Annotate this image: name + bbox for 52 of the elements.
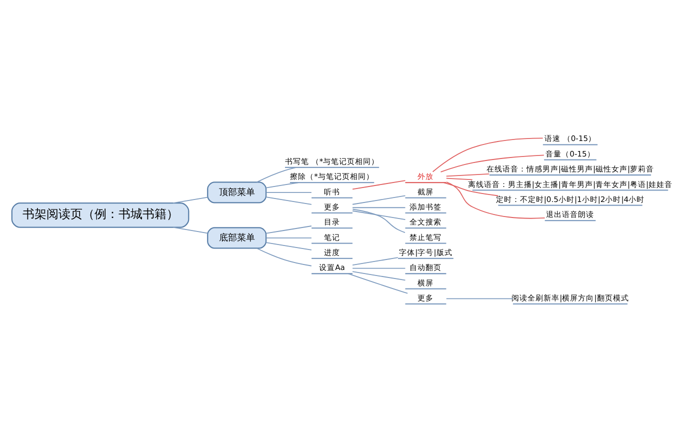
node-box: 底部菜单 bbox=[207, 226, 267, 248]
connector bbox=[352, 194, 406, 204]
connector bbox=[352, 210, 406, 220]
connector bbox=[440, 154, 544, 172]
node-text: 设置Aa bbox=[319, 262, 345, 272]
connector bbox=[352, 208, 406, 233]
connector bbox=[172, 226, 208, 234]
node-text: 语速 （0-15） bbox=[544, 134, 596, 143]
node-text: 目录 bbox=[324, 217, 340, 226]
connector bbox=[446, 173, 490, 176]
connector bbox=[348, 272, 408, 294]
node-text: 更多 bbox=[324, 202, 340, 212]
connector bbox=[266, 225, 312, 234]
node-text: 截屏 bbox=[418, 186, 434, 196]
node-text: 音量（0-15） bbox=[546, 148, 595, 158]
connector bbox=[256, 247, 312, 266]
node-text: 全文搜索 bbox=[410, 217, 442, 226]
connector bbox=[446, 177, 473, 180]
node-text: 定时：不定时|0.5小时|1小时|2小时|4小时 bbox=[496, 194, 645, 204]
node-box: 书架阅读页（例：书城书籍） bbox=[11, 202, 190, 228]
connector bbox=[256, 166, 297, 182]
connector bbox=[266, 242, 312, 250]
node-text: 禁止笔写 bbox=[410, 232, 442, 242]
connector bbox=[266, 182, 299, 188]
node-text: 在线语音：情感男声|磁性男声|磁性女声|萝莉音 bbox=[486, 164, 654, 174]
node-box: 顶部菜单 bbox=[207, 181, 267, 203]
node-text: 听书 bbox=[324, 186, 340, 196]
connector bbox=[352, 206, 406, 208]
node-text: 阅读全刷新率|横屏方向|翻页模式 bbox=[512, 293, 629, 302]
node-text: 笔记 bbox=[324, 232, 340, 242]
node-text: 进度 bbox=[324, 248, 340, 257]
node-text: 擦除（*与笔记页相同） bbox=[290, 172, 374, 181]
connector bbox=[266, 237, 312, 238]
node-text: 添加书签 bbox=[410, 202, 442, 212]
node-text: 横屏 bbox=[418, 278, 434, 287]
node-text: 离线语音：男主播|女主播|青年男声|青年女声|粤语|娃娃音 bbox=[468, 179, 673, 188]
connector bbox=[446, 298, 514, 299]
node-text: 更多 bbox=[418, 293, 434, 302]
connector bbox=[352, 180, 406, 190]
connector bbox=[172, 196, 208, 204]
connector bbox=[432, 137, 544, 172]
node-text: 退出语音朗读 bbox=[546, 210, 594, 219]
connector bbox=[266, 196, 312, 204]
connector bbox=[443, 182, 499, 196]
connector bbox=[352, 267, 406, 268]
node-text: 自动翻页 bbox=[410, 262, 442, 272]
connector bbox=[352, 270, 406, 280]
node-text: 书写笔 （*与笔记页相同） bbox=[284, 156, 380, 166]
node-text: 外放 bbox=[418, 172, 434, 181]
connector bbox=[446, 181, 546, 218]
node-text: 字体|字号|版式 bbox=[399, 248, 452, 257]
connector bbox=[352, 256, 398, 265]
